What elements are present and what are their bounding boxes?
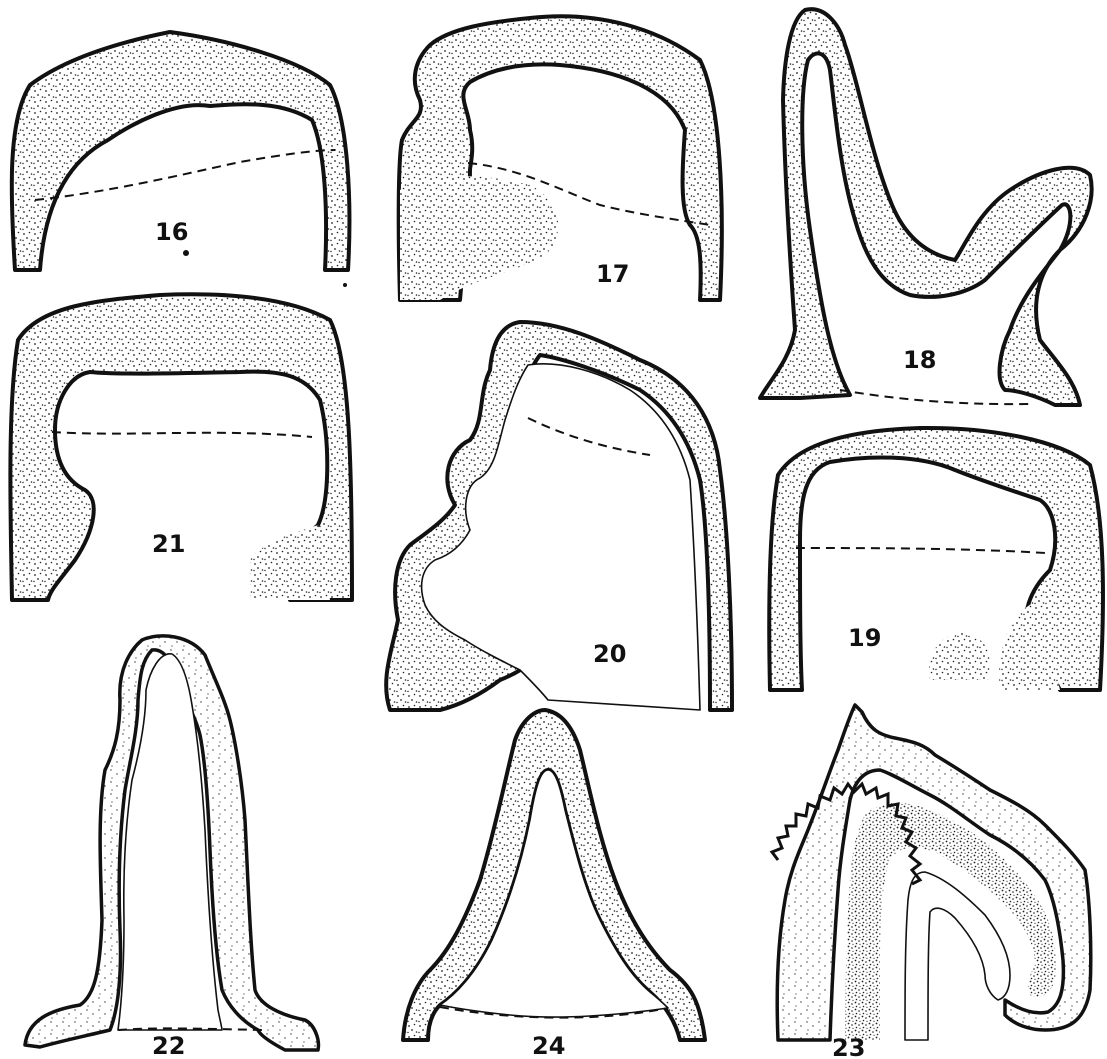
fig-17-label: 17 bbox=[596, 260, 629, 288]
figure-18: 18 bbox=[760, 9, 1092, 405]
fig-18-dashed-line bbox=[840, 390, 1030, 404]
plate-dot bbox=[343, 283, 347, 287]
fig-19-stipple-small bbox=[929, 633, 990, 680]
fig-19-label: 19 bbox=[848, 624, 881, 652]
fig-20-label: 20 bbox=[593, 640, 626, 668]
fig-21-stipple-right bbox=[250, 525, 330, 600]
fig-16-dot bbox=[183, 250, 189, 256]
fig-17-stipple-mass bbox=[400, 176, 558, 300]
fig-23-label: 23 bbox=[832, 1034, 865, 1059]
fig-21-dashed-line bbox=[52, 432, 312, 437]
fig-18-label: 18 bbox=[903, 346, 936, 374]
figure-21: 21 bbox=[10, 294, 352, 600]
figure-17: 17 bbox=[399, 16, 722, 300]
figure-19: 19 bbox=[769, 428, 1103, 690]
fig-19-dashed-line bbox=[796, 548, 1046, 553]
fig-21-label: 21 bbox=[152, 530, 185, 558]
fig-24-label: 24 bbox=[532, 1032, 565, 1059]
figure-20: 20 bbox=[386, 322, 732, 710]
figure-23: 23 bbox=[772, 705, 1091, 1059]
figure-22: 22 bbox=[25, 636, 318, 1059]
fig-23-inner-fold bbox=[905, 872, 1010, 1040]
figure-16: 16 bbox=[12, 32, 350, 287]
figure-24: 24 bbox=[403, 710, 705, 1059]
fig-22-label: 22 bbox=[152, 1032, 185, 1059]
fig-16-label: 16 bbox=[155, 218, 188, 246]
